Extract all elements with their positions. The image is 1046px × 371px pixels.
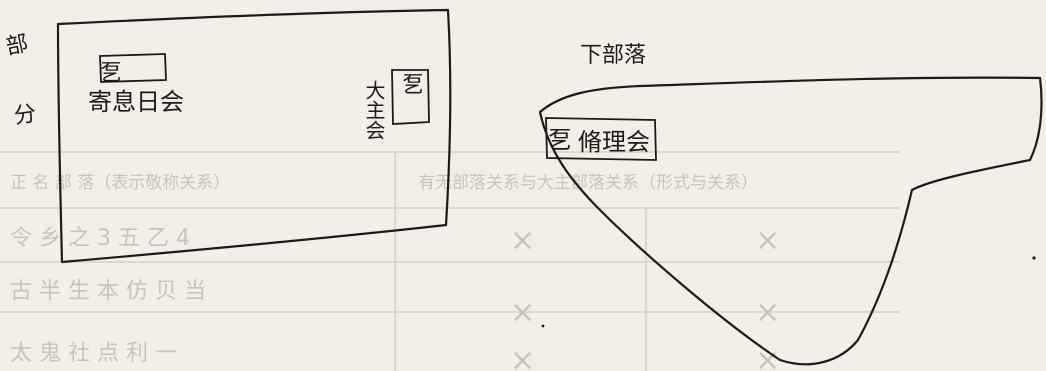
right-sketch-box-mark: 乭: [548, 126, 572, 154]
table-header-left: 正 名 部 落（表示敬称关系）: [10, 173, 230, 193]
table-row-cell: 太 鬼 社 点 利 一: [10, 341, 177, 366]
right-village-sketch: [538, 76, 1043, 366]
table-row-mark: ×: [510, 295, 535, 330]
left-compound-sketch: [56, 8, 452, 264]
margin-note-line1: 部: [4, 31, 31, 60]
table-row-mark: ×: [510, 343, 535, 371]
stray-ink-dot: [541, 324, 545, 328]
table-row-cell: 古 半 生 本 仿 贝 当: [10, 279, 206, 304]
left-hall-label: 寄息日会: [88, 88, 184, 116]
right-sketch-title: 下部落: [580, 43, 646, 68]
right-sketch-box-label: 脩理会: [578, 128, 650, 156]
left-small-box-mark: 乭: [100, 61, 122, 86]
table-row-mark: ×: [510, 223, 535, 258]
margin-note-line2: 分: [12, 101, 37, 129]
stray-ink-dot: [1032, 256, 1036, 260]
left-right-box-mark: 乭: [402, 73, 424, 98]
table-row-mark: ×: [755, 295, 780, 330]
table-header-right: 有无部落关系与大主部落关系（形式与关系）: [418, 173, 758, 193]
table-row-cell: 令 乡 之 3 五 乙 4: [10, 226, 190, 251]
left-right-box: [391, 69, 430, 125]
right-sketch-box: [545, 117, 657, 161]
table-row-mark: ×: [755, 223, 780, 258]
left-small-box: [99, 53, 167, 83]
left-vertical-label: 大主会: [362, 80, 386, 140]
background-table: 正 名 部 落（表示敬称关系） 有无部落关系与大主部落关系（形式与关系） 令 乡…: [0, 151, 900, 371]
